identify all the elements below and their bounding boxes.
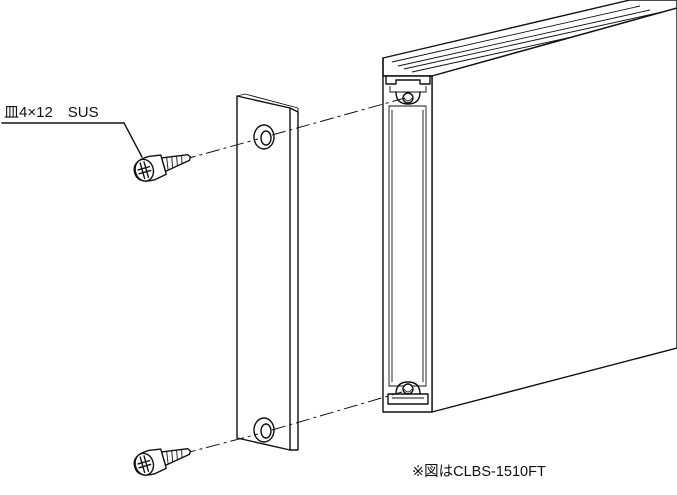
- plate-top-edge: [244, 93, 299, 109]
- screw-thread: [166, 451, 169, 464]
- plate-hole-upper-inner: [260, 130, 272, 146]
- bottom-slot: [387, 393, 429, 405]
- phillips-icon: [137, 161, 152, 180]
- top-groove-line: [391, 5, 641, 63]
- center-line-lower-screw: [181, 433, 259, 455]
- top-groove-line: [403, 11, 663, 70]
- frame-profile: [382, 0, 677, 413]
- end-cap-plate: [236, 93, 299, 451]
- phillips-icon: [137, 455, 152, 474]
- top-boss-hole: [402, 92, 414, 104]
- screw-spec-label: 皿4×12 SUS: [4, 104, 99, 121]
- plate-top-edge: [236, 93, 246, 97]
- screw-thread: [166, 157, 169, 170]
- screw-thread: [171, 157, 174, 168]
- figure-model-note: ※図はCLBS-1510FT: [412, 463, 546, 480]
- center-line-upper-screw: [181, 138, 259, 161]
- top-slot-lower: [389, 86, 427, 93]
- callout-leader: [123, 122, 143, 158]
- screw-thread: [181, 449, 183, 458]
- screw-thread: [176, 449, 178, 460]
- top-groove-line: [397, 9, 651, 67]
- center-line-upper-frame: [271, 97, 406, 136]
- screw-lower: [133, 447, 192, 476]
- plate-body: [236, 95, 299, 451]
- center-line-lower-frame: [271, 391, 403, 431]
- frame-end-face: [382, 57, 433, 413]
- plate-hole-lower-inner: [260, 423, 272, 439]
- screw-thread: [176, 155, 178, 166]
- frame-hollow: [388, 105, 427, 387]
- screw-thread: [181, 155, 183, 164]
- bottom-screw-boss: [395, 381, 421, 395]
- top-slot: [385, 75, 431, 85]
- bottom-boss-hole-shade: [403, 388, 413, 393]
- top-boss-hole-shade: [403, 97, 413, 102]
- screw-upper: [133, 153, 192, 182]
- screw-thread: [171, 451, 174, 462]
- screw-callout: 皿4×12 SUS: [1, 104, 143, 158]
- screw-head-face: [134, 452, 155, 476]
- frame-side-face: [431, 7, 677, 413]
- top-screw-boss: [395, 91, 421, 105]
- screw-head-face: [134, 158, 155, 182]
